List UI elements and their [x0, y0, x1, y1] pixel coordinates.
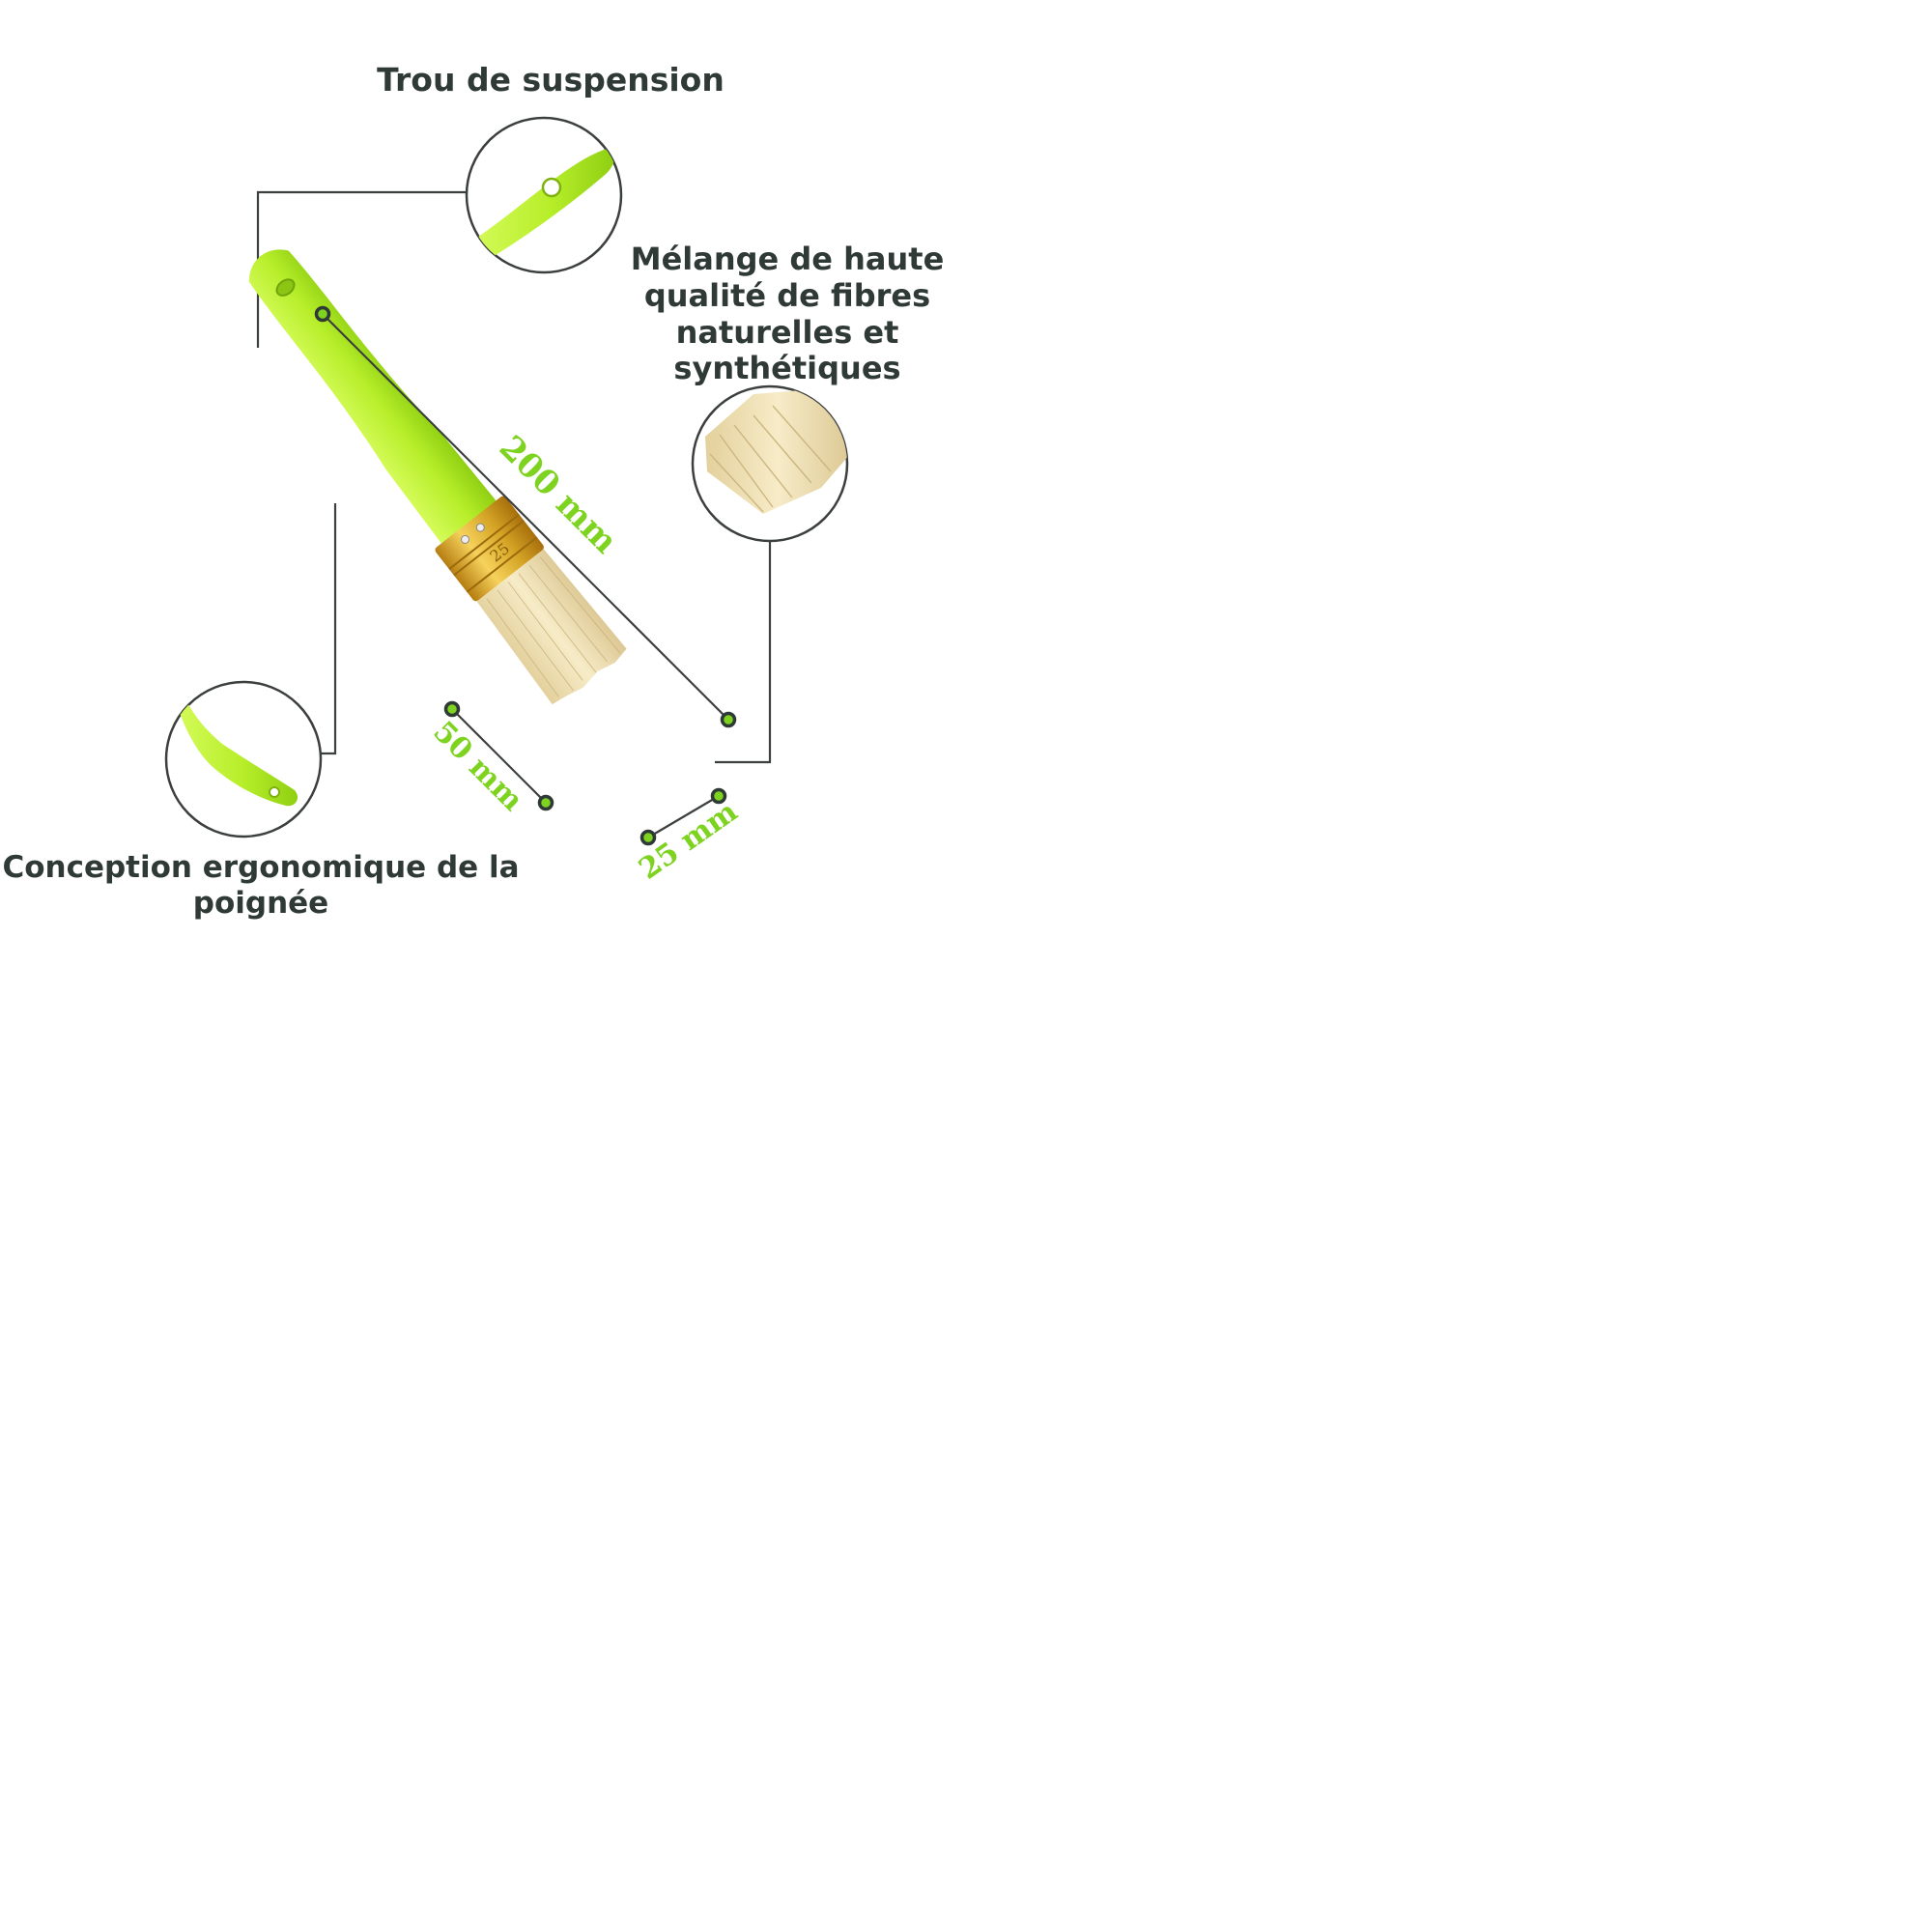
paint-brush: 25	[248, 249, 627, 705]
label-hanging-hole-text: Trou de suspension	[377, 61, 724, 99]
endpoint-dot	[443, 700, 461, 718]
connector-right	[715, 541, 772, 764]
brush-handle	[248, 249, 498, 547]
endpoint-dot	[710, 787, 727, 805]
endpoint-dot	[639, 829, 657, 846]
hanging-hole-icon	[275, 278, 296, 297]
infographic-canvas: 25	[164, 116, 849, 887]
brush-ferrule	[435, 496, 544, 602]
endpoint-dot	[314, 305, 331, 323]
dimension-line-bristles	[451, 708, 547, 804]
label-handle-line: poignée	[192, 885, 329, 921]
dimension-endpoints	[314, 305, 737, 846]
connector-left	[321, 503, 337, 755]
dimension-line-length	[322, 313, 729, 721]
connector-top	[256, 190, 467, 348]
label-hanging-hole: Trou de suspension	[348, 61, 753, 99]
dimension-line-width	[647, 795, 720, 838]
connector-lines	[256, 190, 772, 764]
endpoint-dot	[537, 794, 554, 811]
label-handle-line: Conception ergonomique de la	[2, 850, 520, 885]
brush-bristles	[476, 549, 627, 705]
product-infographic: 25	[0, 0, 966, 966]
dimension-label-bristles: 50 mm	[426, 715, 529, 818]
dimension-markers	[322, 313, 729, 838]
label-ergonomic-handle: Conception ergonomique de la poignée	[0, 850, 522, 921]
detail-bristles	[691, 384, 849, 543]
endpoint-dot	[720, 711, 737, 728]
detail-hanging-hole	[465, 116, 623, 274]
detail-handle	[164, 680, 323, 838]
label-bristle-line: synthétiques	[673, 350, 901, 387]
label-bristle-line: qualité de fibres	[643, 276, 931, 314]
label-bristle-blend: Mélange de haute qualité de fibres natur…	[623, 241, 952, 387]
label-bristle-line: Mélange de haute	[630, 241, 945, 277]
label-bristle-line: naturelles et	[675, 313, 899, 351]
